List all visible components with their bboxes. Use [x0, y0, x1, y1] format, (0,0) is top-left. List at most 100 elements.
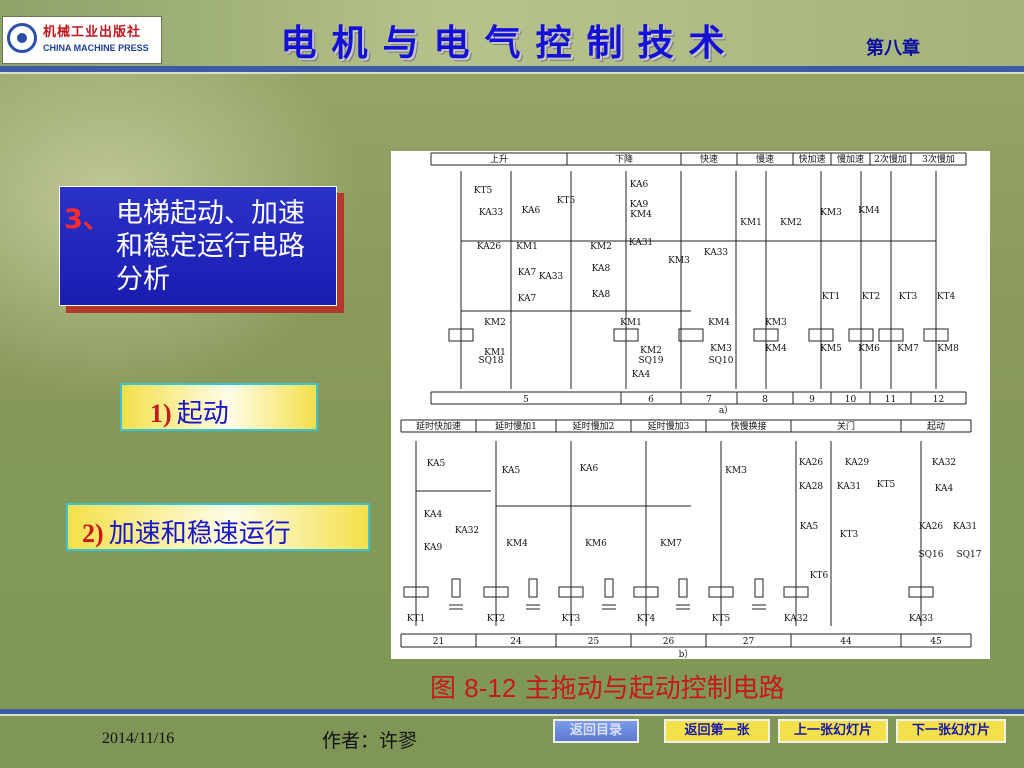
item-label: 2) 加速和稳速运行: [82, 513, 291, 550]
footer-rule-light: [0, 714, 1024, 716]
diagram-a-component-label: SQ18: [479, 356, 504, 366]
diagram-a-component-label: KM4: [765, 344, 787, 354]
diagram-b-component-label: KT2: [487, 614, 505, 624]
publisher-seal-icon: [7, 23, 37, 53]
diagram-b-label: b）: [679, 649, 694, 659]
coil-symbol: [878, 328, 904, 342]
diagram-a-component-label: KA7: [518, 294, 537, 304]
diagram-b-component-label: KM6: [585, 539, 607, 549]
diagram-a-component-label: KM1: [484, 348, 506, 358]
diagram-a-header-label: 2次慢加: [874, 153, 907, 165]
next-slide-button[interactable]: 下一张幻灯片: [896, 719, 1006, 743]
publisher-name-en: CHINA MACHINE PRESS: [43, 43, 149, 53]
diagram-b-component-label: KT1: [407, 614, 425, 624]
coil-symbol: [678, 328, 704, 342]
diagram-a-component-label: KA31: [629, 238, 653, 248]
coil-symbol: [613, 328, 639, 342]
previous-slide-button[interactable]: 上一张幻灯片: [778, 719, 888, 743]
item-label: 1) 起动: [150, 393, 229, 430]
diagram-b-component-label: KA6: [580, 464, 599, 474]
coil-symbol: [633, 586, 659, 598]
diagram-a-component-label: KM8: [937, 344, 959, 354]
diagram-b-component-label: KA4: [935, 484, 954, 494]
diagram-b-component-label: KA5: [502, 466, 521, 476]
diagram-b-component-label: KA32: [932, 458, 956, 468]
item-accelerate-button[interactable]: 2) 加速和稳速运行: [66, 503, 370, 551]
diagram-b-component-label: KT5: [712, 614, 731, 624]
diagram-a-component-label: KM2: [640, 346, 662, 356]
diagram-a-component-label: KM6: [858, 344, 880, 354]
diagram-b-header-label: 起动: [927, 421, 945, 432]
diagram-a-component-label: KT5: [557, 196, 576, 206]
header-banner: [0, 0, 1024, 70]
diagram-a-component-label: KM7: [897, 344, 919, 354]
coil-symbol: [448, 328, 474, 342]
diagram-b-component-label: KT3: [840, 530, 859, 540]
diagram-a-label: a）: [719, 405, 733, 416]
diagram-a-header-label: 下降: [615, 153, 633, 165]
diagram-b-component-label: SQ16: [919, 550, 944, 560]
coil-symbol: [708, 586, 734, 598]
publisher-name-cn: 机械工业出版社: [43, 25, 142, 40]
diagram-a-component-label: KM4: [858, 206, 880, 216]
diagram-a-component-label: KA33: [539, 272, 564, 282]
diagram-b-header-label: 延时慢加2: [573, 420, 615, 432]
diagram-a-component-label: KM2: [590, 242, 612, 252]
coil-symbol: [783, 586, 809, 598]
chapter-label: 第八章: [866, 38, 920, 59]
diagram-a-column-number: 5: [523, 395, 529, 405]
diagram-b-component-label: SQ17: [957, 550, 982, 560]
diagram-a-component-label: KA9: [630, 200, 649, 210]
slide-author: 作者：许翏: [322, 730, 418, 752]
diagram-a-component-label: KM1: [740, 218, 762, 228]
diagram-b-component-label: KA26: [799, 458, 824, 468]
first-slide-button[interactable]: 返回第一张: [664, 719, 770, 743]
diagram-a-component-label: SQ10: [709, 356, 734, 366]
diagram-a-component-label: KM5: [820, 344, 842, 354]
header-rule-light: [0, 72, 1024, 74]
diagram-a-column-number: 10: [845, 395, 857, 405]
diagram-b-component-label: KA31: [953, 522, 977, 532]
diagram-a-component-label: KA8: [592, 290, 611, 300]
coil-symbol: [483, 586, 509, 598]
footer-rule: [0, 709, 1024, 714]
diagram-a-component-label: SQ19: [639, 356, 664, 366]
diagram-a-component-label: KM1: [620, 318, 642, 328]
topic-box: 3、 电梯起动、加速和稳定运行电路分析: [59, 186, 337, 306]
topic-text: 电梯起动、加速和稳定运行电路分析: [116, 198, 305, 295]
diagram-b-component-label: KA32: [784, 614, 808, 624]
diagram-a-component-label: KA33: [704, 248, 729, 258]
diagram-a-column-number: 6: [648, 395, 654, 405]
publisher-logo: 机械工业出版社 CHINA MACHINE PRESS: [2, 16, 162, 64]
diagram-b-header-label: 延时快加速: [416, 420, 461, 432]
diagram-b-column-number: 45: [930, 637, 942, 647]
diagram-b-column-number: 44: [840, 637, 852, 647]
diagram-b-column-number: 21: [433, 637, 444, 647]
diagram-a-component-label: KM4: [630, 210, 652, 220]
diagram-b-component-label: KA29: [845, 458, 870, 468]
diagram-b-component-label: KT4: [637, 614, 656, 624]
diagram-a-header-label: 慢加速: [837, 153, 864, 165]
resistor-symbol: [754, 578, 764, 598]
diagram-a-header-label: 慢速: [756, 153, 774, 165]
diagram-b-column-number: 25: [588, 637, 600, 647]
diagram-b-header-label: 延时慢加1: [495, 420, 537, 432]
diagram-a-component-label: KA33: [479, 208, 504, 218]
slide-date: 2014/11/16: [102, 730, 175, 747]
back-to-toc-button[interactable]: 返回目录: [553, 719, 639, 743]
diagram-a-component-label: KA6: [522, 206, 541, 216]
diagram-b-component-label: KM3: [725, 466, 747, 476]
coil-symbol: [558, 586, 584, 598]
diagram-a-component-label: KM3: [820, 208, 842, 218]
diagram-a-column-number: 12: [933, 395, 944, 405]
resistor-symbol: [604, 578, 614, 598]
diagram-a-component-label: KM3: [765, 318, 787, 328]
diagram-b-component-label: KA28: [799, 482, 824, 492]
diagram-b-column-number: 27: [743, 637, 755, 647]
diagram-a-component-label: KA26: [477, 242, 502, 252]
item-start-button[interactable]: 1) 起动: [120, 383, 318, 431]
diagram-b-component-label: KM7: [660, 539, 682, 549]
diagram-a-component-label: KA4: [632, 370, 651, 380]
